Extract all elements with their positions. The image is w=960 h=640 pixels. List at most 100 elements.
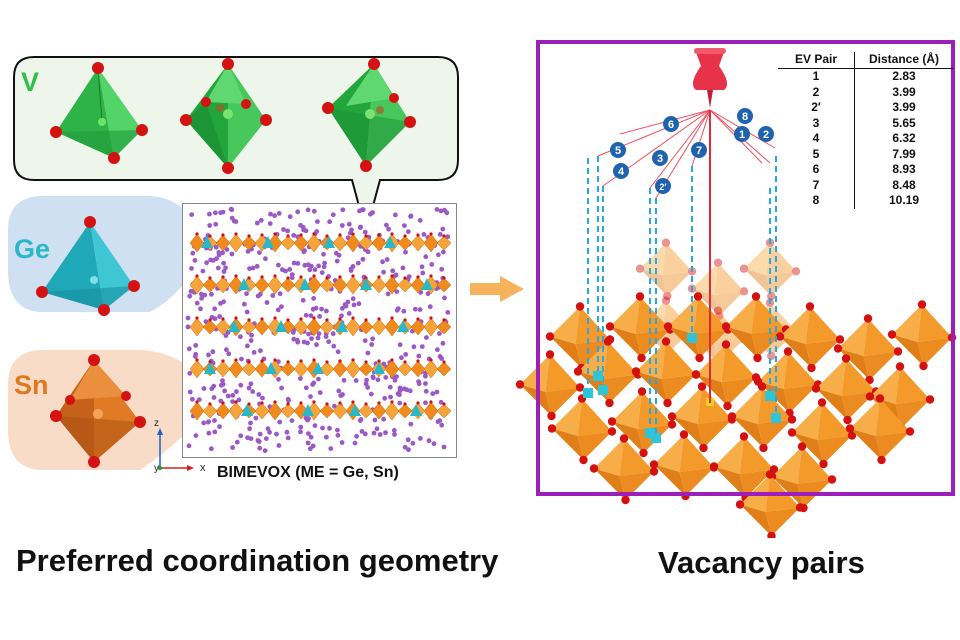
bismuth-atom (385, 291, 391, 297)
bismuth-atom (324, 434, 329, 440)
bismuth-atom (381, 269, 386, 275)
bismuth-atom (233, 219, 239, 224)
oxygen-atom (403, 276, 407, 280)
bismuth-atom (200, 268, 206, 274)
oxygen-atom (234, 400, 238, 404)
bismuth-atom (279, 304, 284, 310)
germanium-tetrahedron-shape (265, 362, 277, 374)
oxygen-atom (299, 359, 303, 363)
bismuth-atom (192, 258, 198, 263)
bismuth-atom (214, 256, 219, 262)
oxygen-atom (299, 317, 303, 321)
bismuth-atom (405, 437, 411, 443)
bismuth-atom (268, 211, 273, 217)
bismuth-atom (418, 436, 423, 441)
oxygen-atom (635, 292, 645, 301)
bismuth-atom (249, 332, 254, 338)
oxygen-atom (843, 415, 852, 425)
bismuth-atom (423, 400, 428, 406)
bismuth-atom (216, 252, 222, 258)
bismuth-atom (441, 249, 446, 255)
oxygen-atom (234, 274, 238, 278)
vacancy-pairs-caption: Vacancy pairs (658, 545, 865, 580)
oxygen-atom (619, 434, 629, 443)
oxygen-atom (403, 402, 407, 406)
oxygen-atom (351, 358, 355, 362)
oxygen-atom (416, 359, 420, 363)
oxygen-atom (416, 233, 420, 237)
bismuth-atom (313, 305, 319, 311)
bismuth-atom (350, 296, 356, 302)
bismuth-atom (369, 342, 375, 347)
bismuth-atom (308, 394, 313, 399)
oxygen-atom (709, 462, 719, 471)
bismuth-atom (348, 268, 354, 273)
oxygen-atom (865, 392, 875, 401)
oxygen-atom (364, 360, 368, 364)
bismuth-atom (353, 378, 359, 383)
bismuth-atom (355, 260, 361, 266)
oxygen-atom (247, 318, 251, 322)
bismuth-atom (207, 211, 212, 217)
oxygen-atom (735, 500, 745, 509)
oxygen-atom (312, 316, 316, 320)
oxygen-atom (442, 234, 446, 238)
bismuth-atom (312, 267, 318, 273)
bismuth-atom (440, 340, 446, 346)
bismuth-atom (440, 226, 446, 232)
bismuth-atom (319, 306, 324, 312)
oxygen-atom (679, 430, 689, 439)
bismuth-atom (256, 392, 262, 397)
bismuth-atom (431, 441, 437, 447)
bismuth-atom (229, 207, 235, 213)
oxygen-atom (621, 495, 630, 505)
oxygen-atom (403, 318, 407, 322)
bismuth-atom (224, 347, 229, 353)
oxygen-atom (377, 233, 381, 237)
oxygen-atom (905, 427, 915, 436)
bismuth-atom (225, 393, 231, 399)
bismuth-atom (213, 210, 218, 216)
germanium-tetrahedron-shape (241, 404, 253, 416)
oxygen-atom (390, 274, 394, 278)
bismuth-atom (281, 227, 286, 232)
bismuth-atom (277, 419, 283, 425)
ev-pair-marker: 6 (663, 116, 679, 132)
octahedron-shape (727, 382, 797, 453)
bismuth-atom (336, 388, 342, 394)
oxygen-atom (661, 337, 671, 346)
bismuth-atom (276, 443, 282, 448)
bismuth-atom (220, 250, 225, 256)
bismuth-atom (341, 377, 347, 383)
bismuth-atom (364, 377, 369, 383)
bismuth-atom (350, 264, 356, 269)
bismuth-atom (365, 350, 371, 356)
bimevox-formula-label: BIMEVOX (ME = Ge, Sn) (217, 464, 399, 481)
bismuth-atom (382, 395, 388, 401)
oxygen-atom (727, 412, 737, 421)
bismuth-atom (370, 336, 375, 342)
oxygen-atom (649, 460, 659, 469)
oxygen-atom (739, 287, 749, 296)
oxygen-atom (547, 411, 556, 421)
bismuth-atom (217, 424, 222, 429)
oxygen-atom (364, 318, 368, 322)
oxygen-atom (811, 384, 821, 393)
bismuth-atom (247, 266, 252, 271)
distance-cell: 7.99 (892, 146, 916, 161)
bismuth-atom (375, 377, 381, 383)
octahedron-shape (605, 292, 675, 363)
ev-pair-marker-label: 5 (615, 145, 621, 157)
oxygen-atom (765, 470, 775, 479)
bismuth-atom (387, 384, 393, 390)
bismuth-atom (317, 390, 323, 395)
bismuth-atom (222, 388, 227, 394)
bismuth-atom (190, 396, 195, 402)
bismuth-atom (397, 342, 403, 348)
bismuth-atom (306, 331, 311, 337)
bismuth-atom (236, 397, 242, 403)
bismuth-atom (416, 353, 422, 359)
bismuth-atom (380, 259, 385, 265)
oxygen-atom (663, 398, 672, 408)
